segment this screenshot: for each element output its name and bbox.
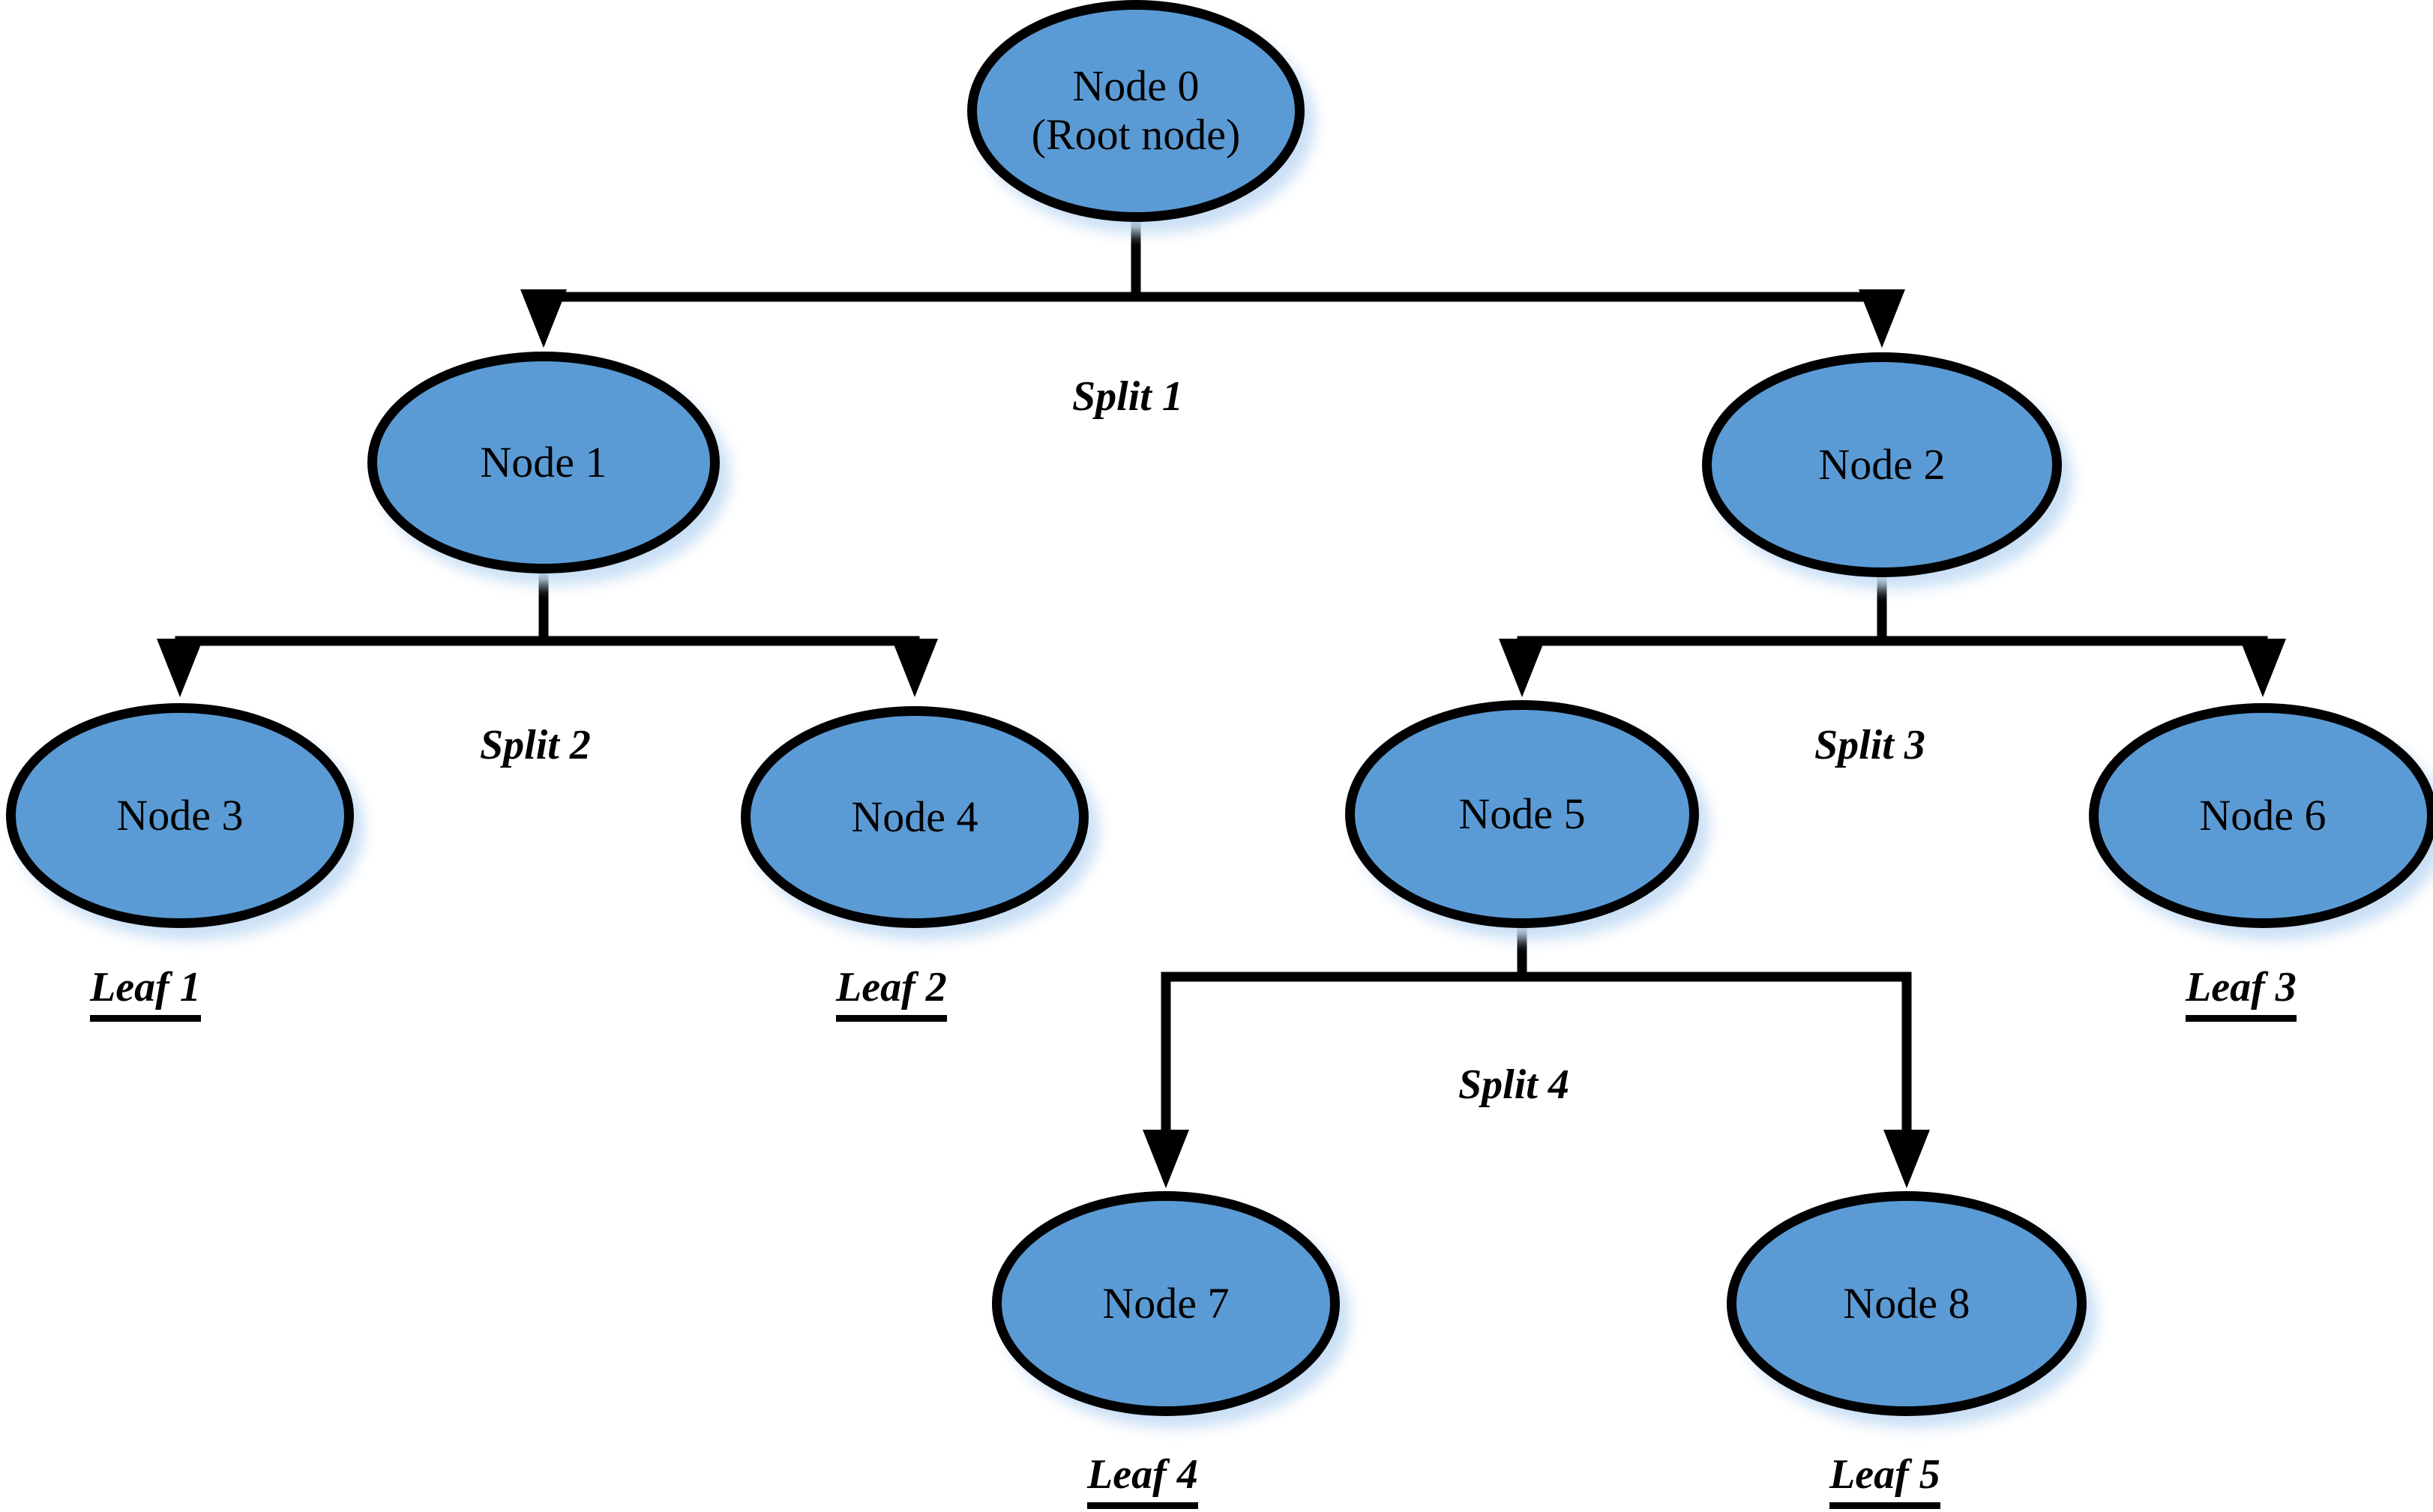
tree-node-label-line: Node 7 bbox=[1102, 1278, 1230, 1328]
tree-node-node2[interactable]: Node 2 bbox=[1702, 352, 2062, 577]
split3-edge-left-drop bbox=[1517, 636, 1527, 639]
tree-node-label: Node 1 bbox=[480, 437, 607, 487]
leaf-label-leaf3: Leaf 3 bbox=[2186, 963, 2297, 1022]
tree-node-node7[interactable]: Node 7 bbox=[992, 1191, 1340, 1416]
tree-node-label: Node 8 bbox=[1843, 1278, 1970, 1328]
split4-edge-left-arrowhead-icon bbox=[1143, 1130, 1189, 1188]
split3-edge-right-arrowhead-icon bbox=[2240, 639, 2286, 697]
leaf-label-leaf5: Leaf 5 bbox=[1829, 1451, 1940, 1509]
split2-edge-bar bbox=[175, 636, 920, 646]
split2-edge-left-arrowhead-icon bbox=[157, 639, 203, 697]
tree-node-label-line: Node 2 bbox=[1818, 439, 1946, 489]
tree-node-label-line: (Root node) bbox=[1031, 110, 1241, 159]
tree-node-label-line: Node 0 bbox=[1072, 61, 1200, 111]
tree-node-label: Node 3 bbox=[116, 790, 244, 840]
tree-node-label: Node 0(Root node) bbox=[1031, 61, 1241, 160]
split2-edge-stem bbox=[538, 573, 549, 646]
split-label-split3: Split 3 bbox=[1814, 722, 1925, 768]
split1-edge-bar bbox=[538, 292, 1887, 302]
leaf-label-leaf2: Leaf 2 bbox=[836, 963, 947, 1022]
tree-node-node0[interactable]: Node 0(Root node) bbox=[967, 0, 1305, 222]
tree-node-label: Node 7 bbox=[1102, 1278, 1230, 1328]
leaf-label-leaf4: Leaf 4 bbox=[1087, 1451, 1198, 1509]
split1-edge-right-arrowhead-icon bbox=[1859, 289, 1905, 348]
split1-edge-stem bbox=[1131, 222, 1141, 302]
tree-node-node6[interactable]: Node 6 bbox=[2089, 703, 2433, 928]
tree-node-node5[interactable]: Node 5 bbox=[1345, 700, 1699, 928]
tree-node-node8[interactable]: Node 8 bbox=[1727, 1191, 2087, 1416]
tree-node-label-line: Node 4 bbox=[851, 792, 978, 841]
tree-node-label-line: Node 6 bbox=[2199, 790, 2327, 840]
split4-edge-stem bbox=[1517, 928, 1527, 982]
tree-node-node3[interactable]: Node 3 bbox=[6, 703, 354, 928]
tree-node-label-line: Node 3 bbox=[116, 790, 244, 840]
split-label-split4: Split 4 bbox=[1458, 1061, 1569, 1108]
split2-edge-right-drop bbox=[909, 636, 920, 639]
tree-node-label: Node 4 bbox=[851, 792, 978, 842]
split4-edge-right-drop bbox=[1901, 972, 1912, 1130]
split3-edge-bar bbox=[1517, 636, 2268, 646]
tree-node-label-line: Node 1 bbox=[480, 437, 607, 487]
tree-node-label: Node 2 bbox=[1818, 439, 1946, 490]
tree-node-label-line: Node 8 bbox=[1843, 1278, 1970, 1328]
tree-node-node1[interactable]: Node 1 bbox=[367, 352, 720, 573]
split4-edge-left-drop bbox=[1161, 972, 1171, 1130]
split4-edge-right-arrowhead-icon bbox=[1883, 1130, 1930, 1188]
split-label-split1: Split 1 bbox=[1072, 373, 1183, 420]
tree-node-label: Node 5 bbox=[1458, 789, 1586, 839]
tree-node-label-line: Node 5 bbox=[1458, 789, 1586, 838]
split2-edge-left-drop bbox=[175, 636, 185, 639]
split-label-split2: Split 2 bbox=[480, 722, 591, 768]
split1-edge-left-arrowhead-icon bbox=[520, 289, 567, 348]
tree-node-label: Node 6 bbox=[2199, 790, 2327, 840]
split3-edge-left-arrowhead-icon bbox=[1499, 639, 1545, 697]
tree-node-node4[interactable]: Node 4 bbox=[741, 706, 1089, 928]
split3-edge-stem bbox=[1877, 577, 1887, 646]
split2-edge-right-arrowhead-icon bbox=[891, 639, 938, 697]
split3-edge-right-drop bbox=[2258, 636, 2268, 639]
leaf-label-leaf1: Leaf 1 bbox=[90, 963, 201, 1022]
split4-edge-bar bbox=[1161, 972, 1912, 982]
